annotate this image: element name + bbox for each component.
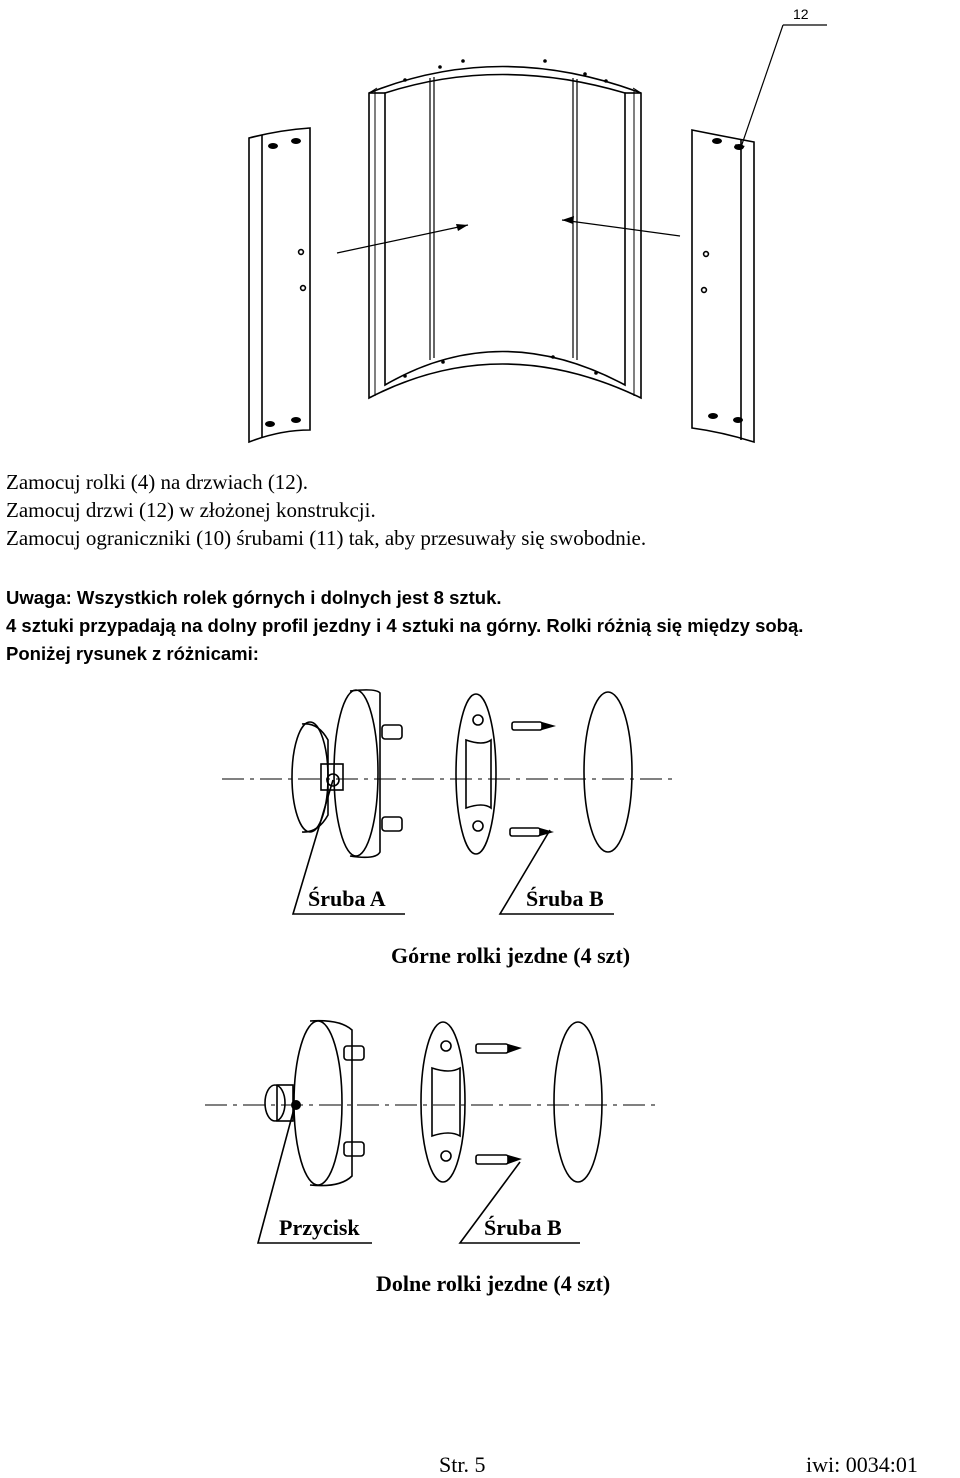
note-line-3: Poniżej rysunek z różnicami: xyxy=(6,643,259,664)
instruction-line-1: Zamocuj rolki (4) na drzwiach (12). xyxy=(6,470,309,494)
right-profile xyxy=(691,129,755,444)
door-assembly-drawing xyxy=(248,24,827,444)
lower-label-button: Przycisk xyxy=(279,1215,360,1240)
lower-label-screw-b: Śruba B xyxy=(484,1215,562,1240)
upper-label-screw-b: Śruba B xyxy=(526,886,604,911)
instruction-line-2: Zamocuj drzwi (12) w złożonej konstrukcj… xyxy=(6,498,376,522)
footer-page-number: Str. 5 xyxy=(439,1452,486,1477)
footer-document-code: iwi: 0034:01 xyxy=(806,1452,918,1477)
upper-label-screw-a: Śruba A xyxy=(308,886,386,911)
upper-roller-drawing xyxy=(222,689,672,915)
note-line-1: Uwaga: Wszystkich rolek górnych i dolnyc… xyxy=(6,587,502,608)
lower-rollers-caption: Dolne rolki jezdne (4 szt) xyxy=(376,1271,611,1296)
instruction-line-3: Zamocuj ograniczniki (10) śrubami (11) t… xyxy=(6,526,647,550)
callout-number-12: 12 xyxy=(793,6,809,22)
note-line-2: 4 sztuki przypadają na dolny profil jezd… xyxy=(6,615,804,636)
upper-rollers-caption: Górne rolki jezdne (4 szt) xyxy=(391,943,631,968)
door-frame xyxy=(368,65,642,400)
lower-roller-drawing xyxy=(205,1019,655,1244)
